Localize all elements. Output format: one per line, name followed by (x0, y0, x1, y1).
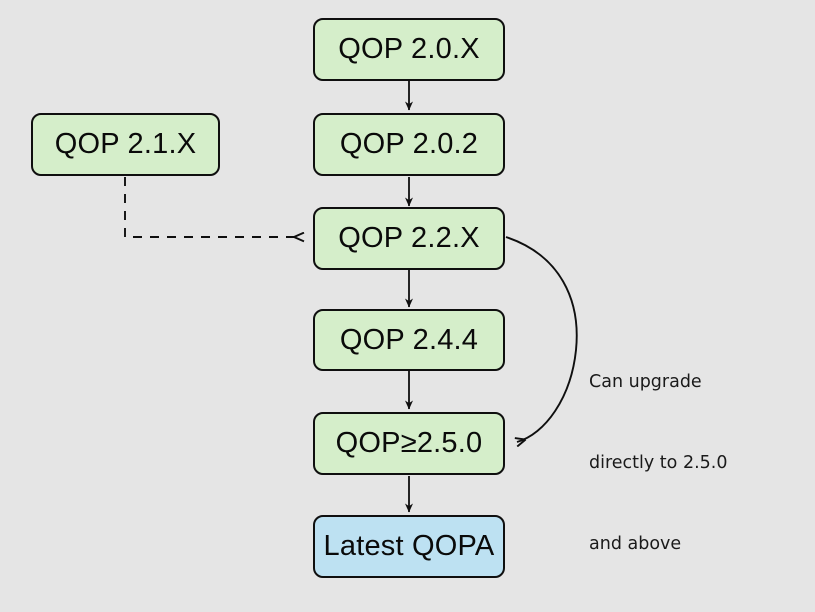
edge-qop22x-to-qop250-curved (505, 236, 578, 442)
annotation-line-1: Can upgrade (589, 372, 702, 392)
node-qop-2-0-2[interactable]: QOP 2.0.2 (313, 113, 505, 176)
node-label: QOP 2.0.2 (339, 128, 479, 160)
node-qop-2-4-4[interactable]: QOP 2.4.4 (313, 309, 505, 371)
node-label: QOP 2.0.X (338, 33, 480, 65)
node-label: QOP 2.4.4 (339, 323, 479, 356)
node-qop-2-0-x[interactable]: QOP 2.0.X (313, 18, 505, 81)
node-label: Latest QOPA (323, 530, 495, 562)
node-qop-ge-2-5-0[interactable]: QOP≥2.5.0 (313, 412, 505, 475)
node-latest-qopa[interactable]: Latest QOPA (313, 515, 505, 578)
node-label: QOP 2.2.X (338, 222, 480, 254)
node-qop-2-1-x[interactable]: QOP 2.1.X (31, 113, 220, 176)
node-label: QOP≥2.5.0 (335, 427, 483, 459)
annotation-line-2: directly to 2.5.0 (589, 453, 728, 473)
edge-annotation-upgrade-path: Can upgrade directly to 2.5.0 and above (589, 315, 727, 612)
annotation-line-3: and above (589, 534, 682, 554)
node-label: QOP 2.1.X (54, 128, 197, 160)
edge-qop21x-to-qop22x (124, 177, 303, 237)
node-qop-2-2-x[interactable]: QOP 2.2.X (313, 207, 505, 270)
